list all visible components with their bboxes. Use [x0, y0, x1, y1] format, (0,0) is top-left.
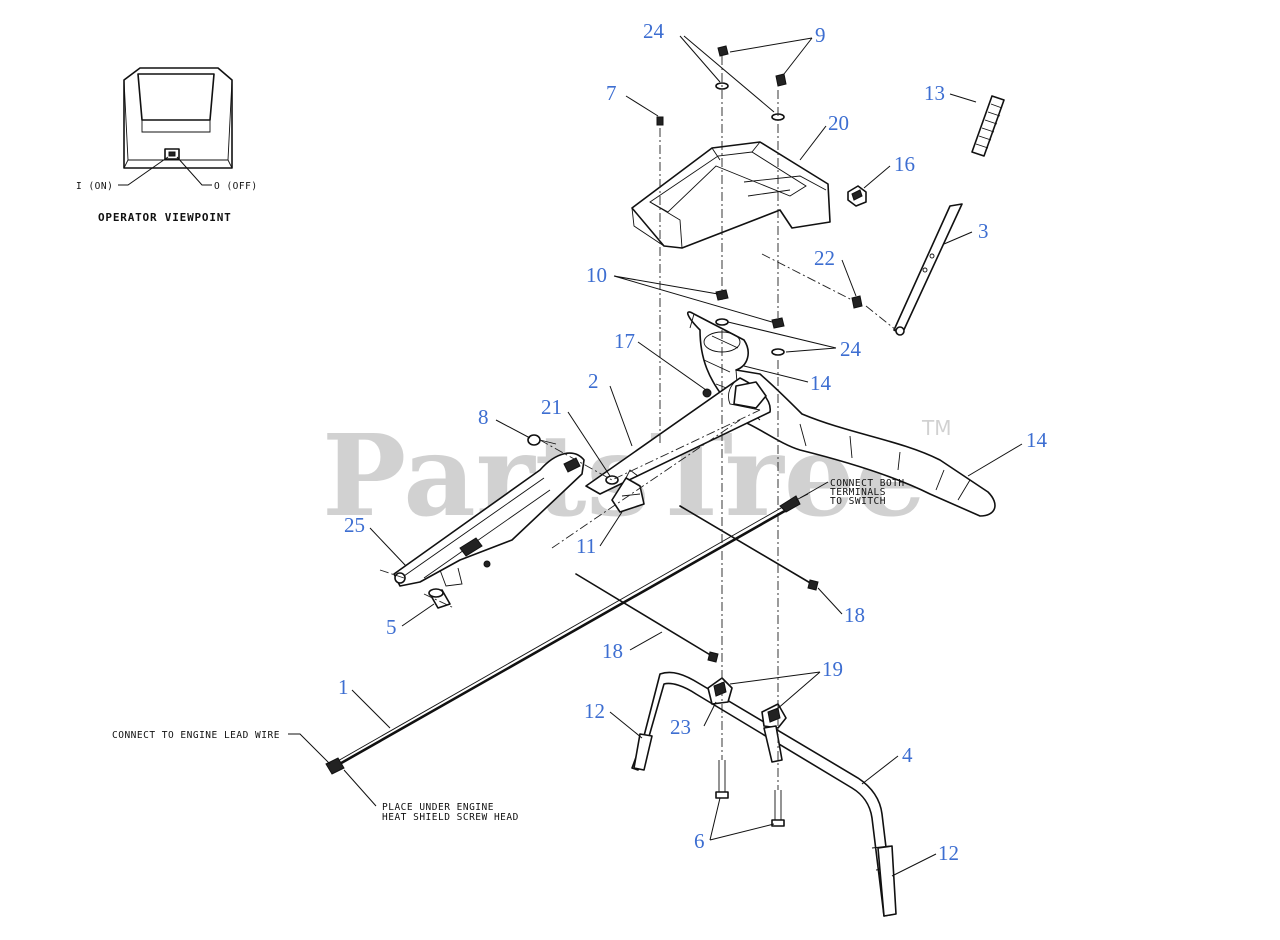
part-11-cable-bracket: [611, 469, 645, 513]
part-8-bolt: [527, 434, 557, 446]
part-1-wire-harness: [325, 493, 809, 775]
on-label: I (ON): [76, 181, 113, 192]
assembly-notes: CONNECT TO ENGINE LEAD WIRE PLACE UNDER …: [112, 478, 905, 823]
callout-16: 16: [894, 152, 915, 176]
callout-18-upper: 18: [844, 603, 865, 627]
note-switch-line2: TERMINALS: [830, 487, 886, 498]
callout-13: 13: [924, 81, 945, 105]
part-21-washer: [605, 475, 619, 485]
callout-11: 11: [576, 534, 596, 558]
callout-4: 4: [902, 743, 913, 767]
note-switch-line3: TO SWITCH: [830, 496, 886, 507]
callout-8: 8: [478, 405, 489, 429]
callout-14-right: 14: [1026, 428, 1048, 452]
part-25-handle-panel: [393, 452, 585, 587]
operator-viewpoint-title: OPERATOR VIEWPOINT: [98, 211, 232, 224]
callout-18-lower: 18: [602, 639, 623, 663]
callout-9: 9: [815, 23, 826, 47]
callout-12-right: 12: [938, 841, 959, 865]
callout-6: 6: [694, 829, 705, 853]
part-16-switch: [847, 185, 867, 207]
callout-12-left: 12: [584, 699, 605, 723]
callout-24-lower: 24: [840, 337, 862, 361]
callout-3: 3: [978, 219, 989, 243]
callout-1: 1: [338, 675, 349, 699]
note-heat-shield-line2: HEAT SHIELD SCREW HEAD: [382, 812, 519, 823]
callout-10: 10: [586, 263, 607, 287]
callout-23: 23: [670, 715, 691, 739]
callout-17: 17: [614, 329, 635, 353]
callout-2: 2: [588, 369, 599, 393]
off-label: O (OFF): [214, 181, 258, 192]
note-engine-lead-wire: CONNECT TO ENGINE LEAD WIRE: [112, 730, 280, 741]
callout-24-top: 24: [643, 19, 665, 43]
part-13-grip: [971, 95, 1005, 157]
callout-22: 22: [814, 246, 835, 270]
part-2-lower-handle: [585, 377, 771, 495]
note-switch-line1: CONNECT BOTH: [830, 478, 905, 489]
callout-19: 19: [822, 657, 843, 681]
part-4-bail-handle: [631, 671, 897, 917]
callout-5: 5: [386, 615, 397, 639]
part-6-bolts: [715, 760, 785, 827]
part-20-switch-housing: [631, 141, 831, 249]
callout-14-center: 14: [810, 371, 832, 395]
part-19-23-clamps: [707, 677, 787, 763]
leader-lines: [288, 35, 1023, 877]
callout-21: 21: [541, 395, 562, 419]
callout-numbers: 24 9 7 20 13 16 3 22 10 24 17 14 2 21 8 …: [338, 19, 1048, 865]
callout-20: 20: [828, 111, 849, 135]
part-3-bail-bar: [893, 203, 963, 336]
watermark-trademark: TM: [921, 416, 951, 440]
switch-cover-top: [137, 73, 215, 121]
part-18-cable-ties: [575, 505, 819, 663]
callout-25: 25: [344, 513, 365, 537]
callout-7: 7: [606, 81, 617, 105]
hardware-fasteners: [656, 45, 863, 398]
assembly-lines: [379, 56, 897, 790]
note-heat-shield-line1: PLACE UNDER ENGINE: [382, 802, 494, 813]
operator-viewpoint-inset: I (ON) O (OFF) OPERATOR VIEWPOINT: [76, 67, 258, 224]
